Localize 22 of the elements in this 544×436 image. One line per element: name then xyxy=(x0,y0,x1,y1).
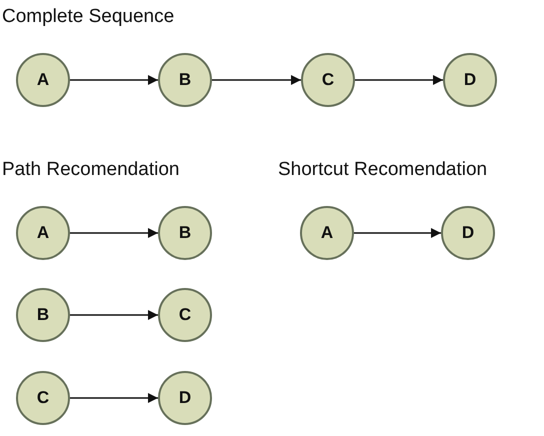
section-heading: Shortcut Recomendation xyxy=(278,159,488,181)
circle-node: C xyxy=(158,288,212,342)
arrow xyxy=(70,75,158,85)
circle-node: D xyxy=(443,53,497,107)
circle-node: C xyxy=(16,371,70,425)
circle-node: D xyxy=(441,206,495,260)
section-heading: Complete Sequence xyxy=(2,6,174,28)
circle-node: B xyxy=(158,53,212,107)
circle-node: C xyxy=(301,53,355,107)
circle-node: B xyxy=(158,206,212,260)
circle-node: D xyxy=(158,371,212,425)
circle-node: A xyxy=(16,206,70,260)
arrow xyxy=(354,228,441,238)
arrow xyxy=(355,75,443,85)
section-heading: Path Recomendation xyxy=(2,159,180,181)
arrow xyxy=(70,310,158,320)
circle-node: A xyxy=(300,206,354,260)
circle-node: B xyxy=(16,288,70,342)
arrow xyxy=(212,75,301,85)
circle-node: A xyxy=(16,53,70,107)
arrow xyxy=(70,228,158,238)
arrow xyxy=(70,393,158,403)
